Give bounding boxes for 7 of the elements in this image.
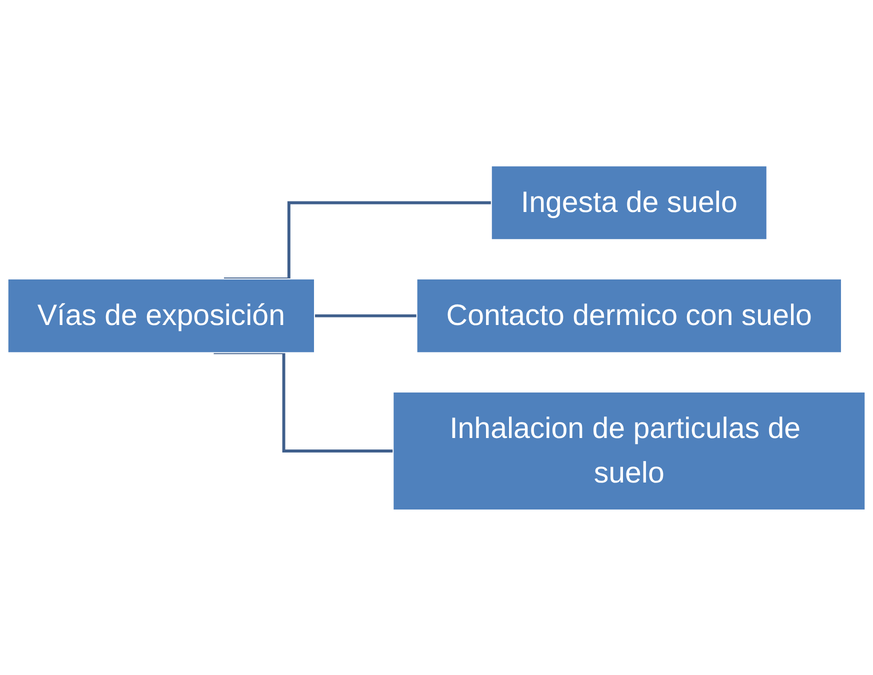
node-box: Inhalacion de particulas de suelo bbox=[392, 391, 866, 510]
node-box: Ingesta de suelo bbox=[490, 164, 768, 240]
connector bbox=[224, 200, 492, 280]
connector bbox=[214, 350, 394, 452]
node-box: Contacto dermico con suelo bbox=[416, 278, 842, 353]
node-box: Vías de exposición bbox=[7, 278, 315, 353]
connector bbox=[314, 314, 417, 317]
